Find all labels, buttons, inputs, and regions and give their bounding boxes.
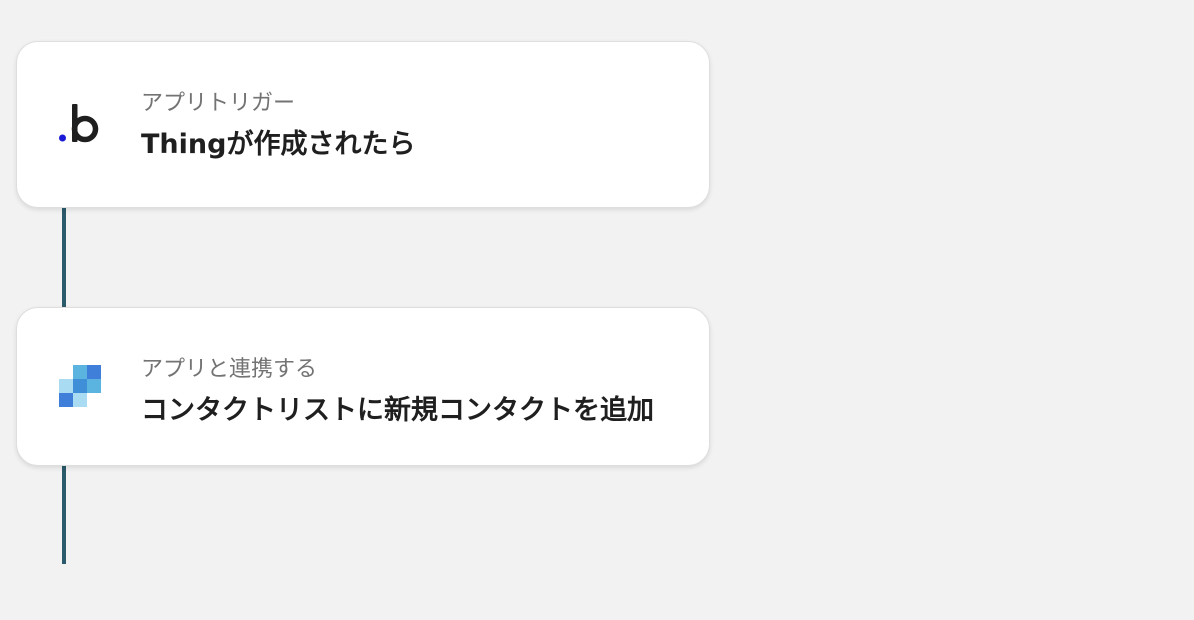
step-title: Thingが作成されたら bbox=[141, 129, 416, 160]
step-type-label: アプリと連携する bbox=[141, 357, 318, 382]
flow-connector-line bbox=[62, 208, 66, 308]
blue-pixel-blocks-logo-icon bbox=[55, 362, 103, 410]
action-step-card[interactable]: アプリと連携する コンタクトリストに新規コンタクトを追加 bbox=[16, 307, 710, 466]
bubble-logo-icon bbox=[55, 98, 103, 146]
step-title: コンタクトリストに新規コンタクトを追加 bbox=[141, 395, 654, 426]
trigger-step-card[interactable]: アプリトリガー Thingが作成されたら bbox=[16, 41, 710, 208]
step-type-label: アプリトリガー bbox=[141, 91, 296, 116]
flow-connector-line bbox=[62, 466, 66, 564]
